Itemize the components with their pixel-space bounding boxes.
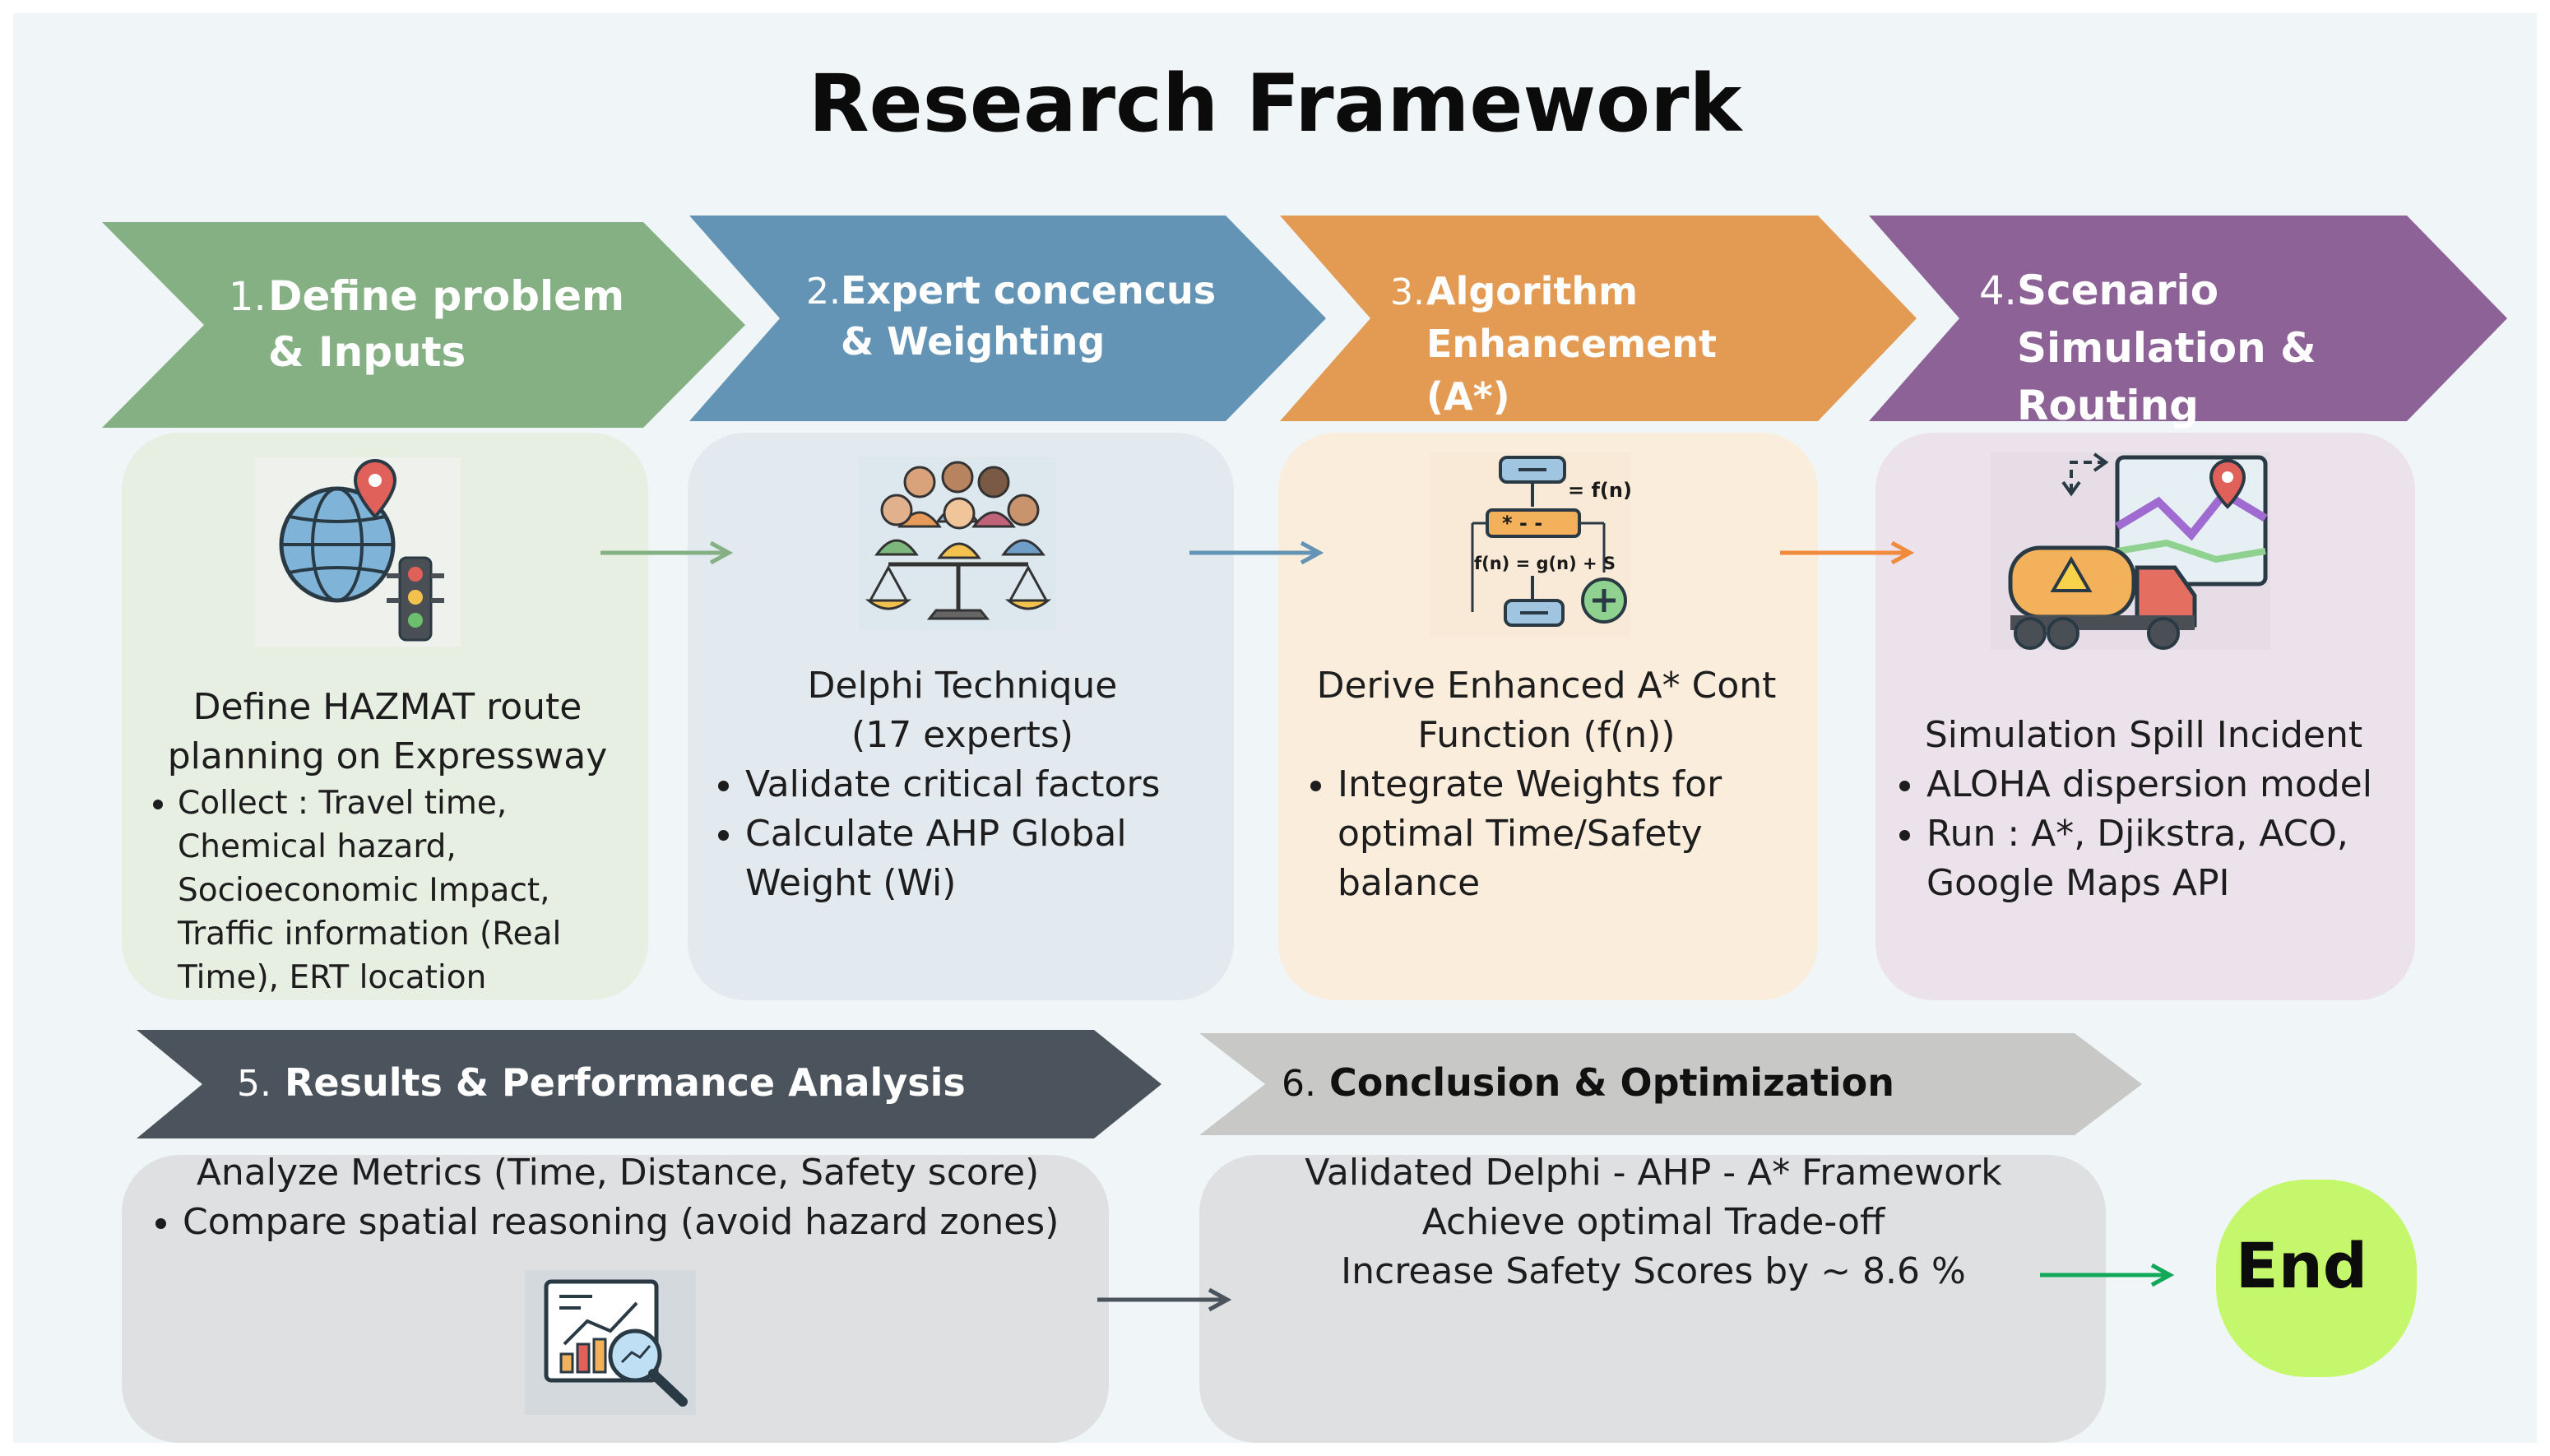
card-6-text: Validated Delphi - AHP - A* Framework Ac… [1217, 1148, 2089, 1296]
card-4-text: Simulation Spill Incident ALOHA dispersi… [1889, 711, 2399, 908]
end-label: End [2235, 1229, 2368, 1302]
card-6-line-2: Achieve optimal Trade-off [1421, 1201, 1885, 1243]
step-4-title: 4. Scenario Simulation & Routing [1979, 262, 2473, 429]
card-2-heading-1: Delphi Technique [807, 665, 1118, 707]
step-1-title: 1. Define problem & Inputs [229, 268, 656, 376]
card-5-text: Analyze Metrics (Time, Distance, Safety … [145, 1148, 1091, 1247]
card-1-heading-1: Define HAZMAT route [192, 686, 582, 728]
card-3-box [1278, 433, 1818, 1000]
step-4-number: 4. [1979, 268, 2017, 314]
card-2-heading-2: (17 experts) [851, 714, 1073, 756]
card-6-line-1: Validated Delphi - AHP - A* Framework [1305, 1152, 2002, 1194]
step-6-title: 6. Conclusion & Optimization [1282, 1056, 2022, 1111]
arrow-2-to-3 [1189, 540, 1324, 565]
step-1-chevron [102, 222, 745, 428]
card-2-box [688, 433, 1234, 1000]
step-1-label: Define problem & Inputs [268, 272, 625, 376]
step-5-title: 5. Results & Performance Analysis [237, 1056, 1059, 1111]
card-2-bullet-2: Calculate AHP Global Weight (Wi) [745, 809, 1217, 908]
step-5-chevron [137, 1030, 1161, 1138]
card-5-heading-1: Analyze Metrics (Time, Distance, Safety … [196, 1152, 1040, 1194]
arrow-3-to-4 [1780, 540, 1915, 565]
arrow-5-to-6 [1097, 1287, 1232, 1312]
step-4-label: Scenario Simulation & Routing [2017, 267, 2316, 429]
arrow-1-to-2 [600, 540, 734, 565]
step-2-number: 2. [806, 271, 841, 313]
step-6-number: 6. [1282, 1063, 1316, 1105]
card-4-bullet-1: ALOHA dispersion model [1926, 760, 2399, 809]
card-6-box [1199, 1155, 2106, 1443]
end-node [2216, 1180, 2417, 1377]
step-4-chevron [1869, 216, 2507, 421]
step-2-chevron [689, 216, 1326, 421]
card-3-heading-1: Derive Enhanced A* Cont [1316, 665, 1777, 707]
card-1-text: Define HAZMAT route planning on Expressw… [145, 683, 630, 999]
step-2-label: Expert concencus & Weighting [841, 268, 1217, 364]
diagram-title: Research Framework [808, 58, 1742, 150]
step-3-label: Algorithm Enhancement (A*) [1426, 269, 1718, 419]
card-3-bullet-1: Integrate Weights for optimal Time/Safet… [1338, 760, 1793, 908]
step-6-chevron [1199, 1033, 2142, 1135]
step-3-chevron [1280, 216, 1917, 421]
card-6-line-3: Increase Safety Scores by ~ 8.6 % [1341, 1250, 1966, 1292]
step-3-number: 3. [1390, 271, 1425, 313]
flowchart-formula-icon: = f(n) * - - f(n) = g(n) + S [1430, 452, 1632, 637]
arrow-6-to-end [2040, 1263, 2175, 1287]
card-2-bullet-1: Validate critical factors [745, 760, 1217, 809]
step-3-title: 3. Algorithm Enhancement (A*) [1390, 265, 1785, 419]
formula-main-text: f(n) = g(n) + S [1474, 554, 1616, 573]
card-4-bullet-2: Run : A*, Djikstra, ACO, Google Maps API [1926, 809, 2399, 908]
chart-magnifier-icon [525, 1270, 696, 1415]
step-1-number: 1. [229, 274, 267, 320]
card-3-text: Derive Enhanced A* Cont Function (f(n)) … [1300, 661, 1793, 908]
step-2-title: 2. Expert concencus & Weighting [806, 265, 1234, 364]
tanker-truck-map-icon [1991, 452, 2270, 650]
card-2-text: Delphi Technique (17 experts) Validate c… [707, 661, 1217, 908]
card-3-heading-2: Function (f(n)) [1417, 714, 1676, 756]
globe-location-traffic-light-icon [255, 457, 461, 647]
step-6-label: Conclusion & Optimization [1329, 1060, 1894, 1105]
card-4-heading-1: Simulation Spill Incident [1924, 714, 2363, 756]
experts-balance-scale-icon [859, 457, 1056, 630]
card-1-box [122, 433, 648, 1000]
step-5-label: Results & Performance Analysis [285, 1060, 966, 1105]
card-1-heading-2: planning on Expressway [167, 735, 608, 777]
formula-fn-text: = f(n) [1568, 479, 1632, 502]
step-5-number: 5. [237, 1063, 271, 1105]
formula-op-text: * - - [1502, 512, 1542, 535]
card-1-bullet-1: Collect : Travel time, Chemical hazard, … [178, 781, 630, 999]
card-5-bullet-1: Compare spatial reasoning (avoid hazard … [183, 1198, 1091, 1247]
